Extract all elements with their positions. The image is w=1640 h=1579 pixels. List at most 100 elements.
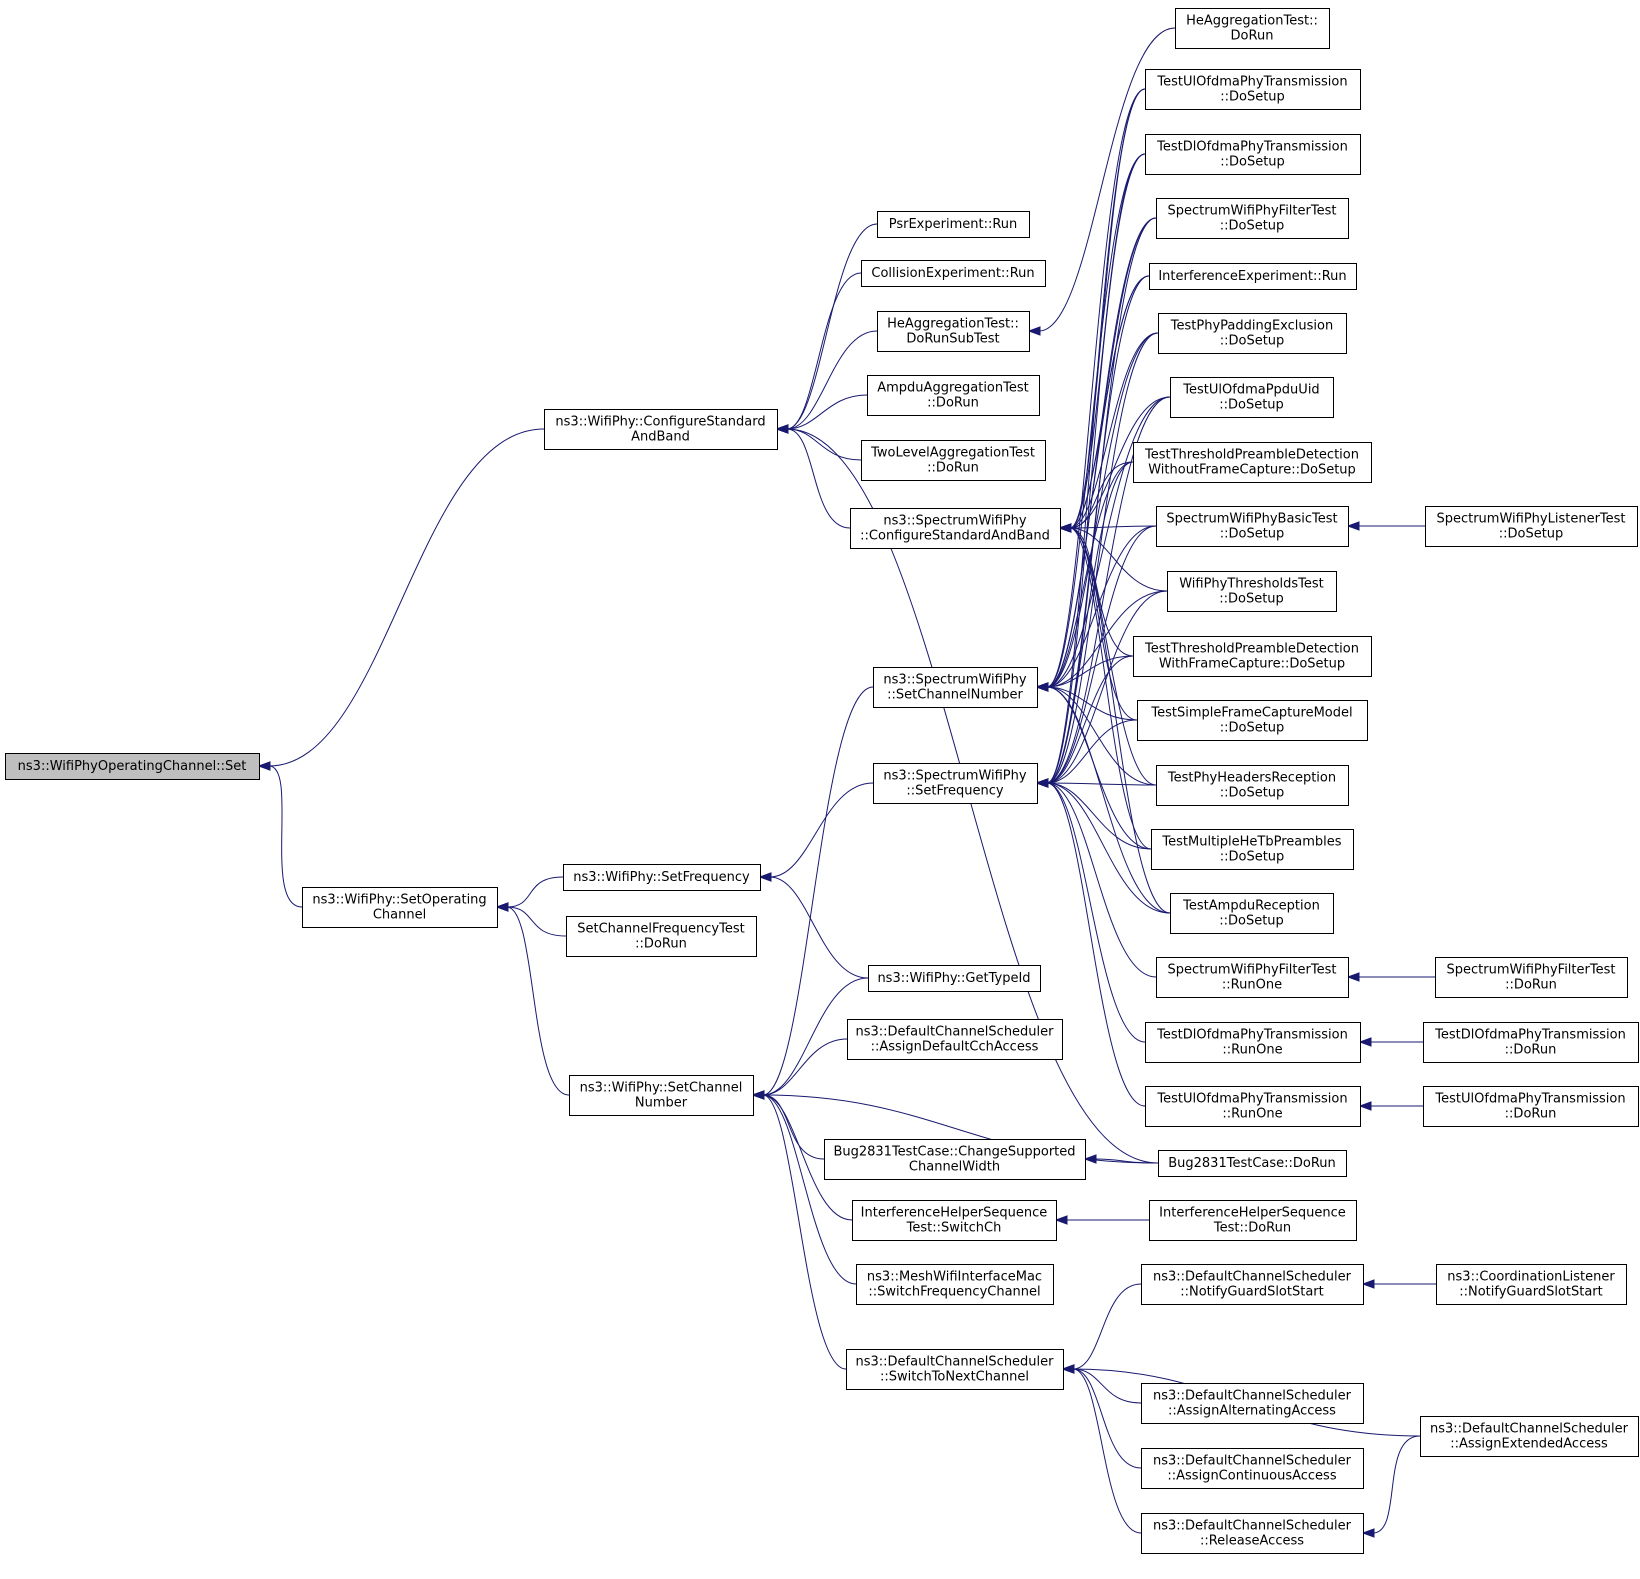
- node-label: ::DoSetup: [1220, 527, 1285, 542]
- node-label: SetChannelFrequencyTest: [577, 922, 744, 937]
- node-ulofdma_runone[interactable]: TestUlOfdmaPhyTransmission::RunOne: [1145, 1086, 1361, 1127]
- node-dlofdma_runone[interactable]: TestDlOfdmaPhyTransmission::RunOne: [1145, 1022, 1361, 1063]
- node-swpft_runone[interactable]: SpectrumWifiPhyFilterTest::RunOne: [1156, 957, 1349, 998]
- node-dcs_ngss[interactable]: ns3::DefaultChannelScheduler::NotifyGuar…: [1141, 1264, 1364, 1305]
- node-swpft_run[interactable]: SpectrumWifiPhyFilterTest::DoRun: [1435, 957, 1628, 998]
- node-coll[interactable]: CollisionExperiment::Run: [861, 260, 1046, 287]
- node-interf[interactable]: InterferenceExperiment::Run: [1149, 263, 1357, 290]
- node-wp_setch[interactable]: ns3::WifiPhy::SetChannelNumber: [569, 1075, 754, 1116]
- node-mesh[interactable]: ns3::MeshWifiInterfaceMac::SwitchFrequen…: [856, 1264, 1054, 1305]
- node-swpft_setup[interactable]: SpectrumWifiPhyFilterTest::DoSetup: [1156, 198, 1349, 239]
- node-box: [873, 763, 1038, 804]
- node-label: ::DoRun: [1505, 1107, 1557, 1122]
- edge-wp_setfreq-gettype: [758, 872, 869, 979]
- node-label: ns3::DefaultChannelScheduler: [856, 1355, 1055, 1370]
- node-label: InterferenceExperiment::Run: [1158, 269, 1346, 284]
- node-label: ::DoSetup: [1220, 155, 1285, 170]
- edge-arrowhead: [257, 761, 271, 771]
- node-thresh[interactable]: WifiPhyThresholdsTest::DoSetup: [1167, 571, 1337, 612]
- node-tpd_w[interactable]: TestThresholdPreambleDetectionWithFrameC…: [1133, 636, 1372, 677]
- node-psr[interactable]: PsrExperiment::Run: [877, 211, 1030, 238]
- node-cfgsb[interactable]: ns3::WifiPhy::ConfigureStandardAndBand: [544, 409, 778, 450]
- node-scft[interactable]: SetChannelFrequencyTest::DoRun: [566, 916, 757, 957]
- node-label: ::DoSetup: [1499, 527, 1564, 542]
- node-wp_setfreq[interactable]: ns3::WifiPhy::SetFrequency: [563, 864, 761, 891]
- edge-line: [1046, 153, 1146, 784]
- node-headers[interactable]: TestPhyHeadersReception::DoSetup: [1156, 765, 1349, 806]
- node-label: TestUlOfdmaPhyTransmission: [1156, 1092, 1347, 1107]
- node-dcs_ext[interactable]: ns3::DefaultChannelScheduler::AssignExte…: [1420, 1416, 1639, 1457]
- edge-set-setop: [257, 761, 303, 908]
- node-dcs_rel[interactable]: ns3::DefaultChannelScheduler::ReleaseAcc…: [1141, 1513, 1364, 1554]
- node-box: [1425, 506, 1638, 547]
- node-dcs_stnc[interactable]: ns3::DefaultChannelScheduler::SwitchToNe…: [846, 1349, 1064, 1390]
- node-ulofdma_run[interactable]: TestUlOfdmaPhyTransmission::DoRun: [1423, 1086, 1639, 1127]
- node-listener[interactable]: SpectrumWifiPhyListenerTest::DoSetup: [1425, 506, 1638, 547]
- edge-cfgsb-psr: [775, 223, 878, 434]
- node-basic[interactable]: SpectrumWifiPhyBasicTest::DoSetup: [1156, 506, 1349, 547]
- edge-wp_setch-bug_ccw: [751, 1090, 825, 1160]
- node-label: InterferenceHelperSequence: [1159, 1206, 1346, 1221]
- node-dcs_adcch[interactable]: ns3::DefaultChannelScheduler::AssignDefa…: [847, 1019, 1063, 1060]
- node-box: [1156, 506, 1349, 547]
- node-dlofdma_setup[interactable]: TestDlOfdmaPhyTransmission::DoSetup: [1145, 134, 1361, 175]
- edge-swp_cfg-multihe: [1058, 523, 1152, 850]
- edge-cfgsb-heagg_sub: [775, 330, 878, 434]
- edge-swp_setfreq-ulofdma_runone: [1035, 778, 1146, 1107]
- node-swp_setch[interactable]: ns3::SpectrumWifiPhy::SetChannelNumber: [873, 667, 1038, 708]
- node-twolvl[interactable]: TwoLevelAggregationTest::DoRun: [861, 440, 1046, 481]
- node-label: ::RunOne: [1222, 978, 1282, 993]
- node-label: ::DoRun: [927, 396, 979, 411]
- node-label: ::AssignDefaultCchAccess: [871, 1040, 1039, 1055]
- node-bug_run[interactable]: Bug2831TestCase::DoRun: [1158, 1150, 1347, 1177]
- node-ampdurx[interactable]: TestAmpduReception::DoSetup: [1170, 893, 1334, 934]
- node-swp_setfreq[interactable]: ns3::SpectrumWifiPhy::SetFrequency: [873, 763, 1038, 804]
- edge-line: [1046, 525, 1157, 688]
- node-gettype[interactable]: ns3::WifiPhy::GetTypeId: [868, 965, 1041, 992]
- node-dcs_cont[interactable]: ns3::DefaultChannelScheduler::AssignCont…: [1141, 1448, 1364, 1489]
- node-swp_cfg[interactable]: ns3::SpectrumWifiPhy::ConfigureStandardA…: [850, 508, 1061, 549]
- node-padding[interactable]: TestPhyPaddingExclusion::DoSetup: [1158, 313, 1347, 354]
- edge-line: [1069, 525, 1157, 529]
- node-sfcm[interactable]: TestSimpleFrameCaptureModel::DoSetup: [1137, 700, 1368, 741]
- edge-line: [1046, 782, 1146, 1107]
- node-label: SpectrumWifiPhyListenerTest: [1436, 512, 1625, 527]
- edge-wp_setfreq-swp_setfreq: [758, 782, 874, 882]
- node-label: Test::SwitchCh: [906, 1221, 1002, 1236]
- node-box: [861, 260, 1046, 287]
- node-multihe[interactable]: TestMultipleHeTbPreambles::DoSetup: [1151, 829, 1354, 870]
- node-label: Number: [635, 1096, 688, 1111]
- edge-line: [1046, 782, 1157, 978]
- node-label: WithFrameCapture::DoSetup: [1159, 657, 1345, 672]
- node-label: TestDlOfdmaPhyTransmission: [1156, 1028, 1348, 1043]
- node-label: ::NotifyGuardSlotStart: [1459, 1285, 1603, 1300]
- node-heagg_sub[interactable]: HeAggregationTest::DoRunSubTest: [877, 311, 1030, 352]
- node-box: [846, 1349, 1064, 1390]
- node-ulofdma_setup[interactable]: TestUlOfdmaPhyTransmission::DoSetup: [1145, 69, 1361, 110]
- node-ampdu[interactable]: AmpduAggregationTest::DoRun: [867, 375, 1040, 416]
- node-label: TestPhyPaddingExclusion: [1170, 319, 1333, 334]
- node-label: ::SwitchToNextChannel: [880, 1370, 1029, 1385]
- edge-line: [1046, 686, 1171, 914]
- edge-arrowhead: [1346, 521, 1360, 531]
- node-tpd_wo[interactable]: TestThresholdPreambleDetectionWithoutFra…: [1133, 442, 1372, 483]
- node-dcs_alt[interactable]: ns3::DefaultChannelScheduler::AssignAlte…: [1141, 1383, 1364, 1424]
- node-set[interactable]: ns3::WifiPhyOperatingChannel::Set: [5, 753, 260, 780]
- node-label: ns3::DefaultChannelScheduler: [1153, 1270, 1352, 1285]
- node-label: TwoLevelAggregationTest: [870, 446, 1035, 461]
- node-box: [877, 211, 1030, 238]
- node-coord[interactable]: ns3::CoordinationListener::NotifyGuardSl…: [1436, 1264, 1627, 1305]
- node-bug_ccw[interactable]: Bug2831TestCase::ChangeSupportedChannelW…: [824, 1139, 1086, 1180]
- node-heagg_run[interactable]: HeAggregationTest::DoRun: [1175, 8, 1330, 49]
- node-label: ns3::SpectrumWifiPhy: [883, 514, 1026, 529]
- node-ppduuid[interactable]: TestUlOfdmaPpduUid::DoSetup: [1170, 377, 1334, 418]
- node-label: ns3::DefaultChannelScheduler: [1153, 1454, 1352, 1469]
- node-box: [1420, 1416, 1639, 1457]
- node-box: [1170, 893, 1334, 934]
- node-dlofdma_run[interactable]: TestDlOfdmaPhyTransmission::DoRun: [1423, 1022, 1639, 1063]
- edge-wp_setch-dcs_stnc: [751, 1090, 847, 1370]
- edge-arrowhead: [1035, 682, 1049, 692]
